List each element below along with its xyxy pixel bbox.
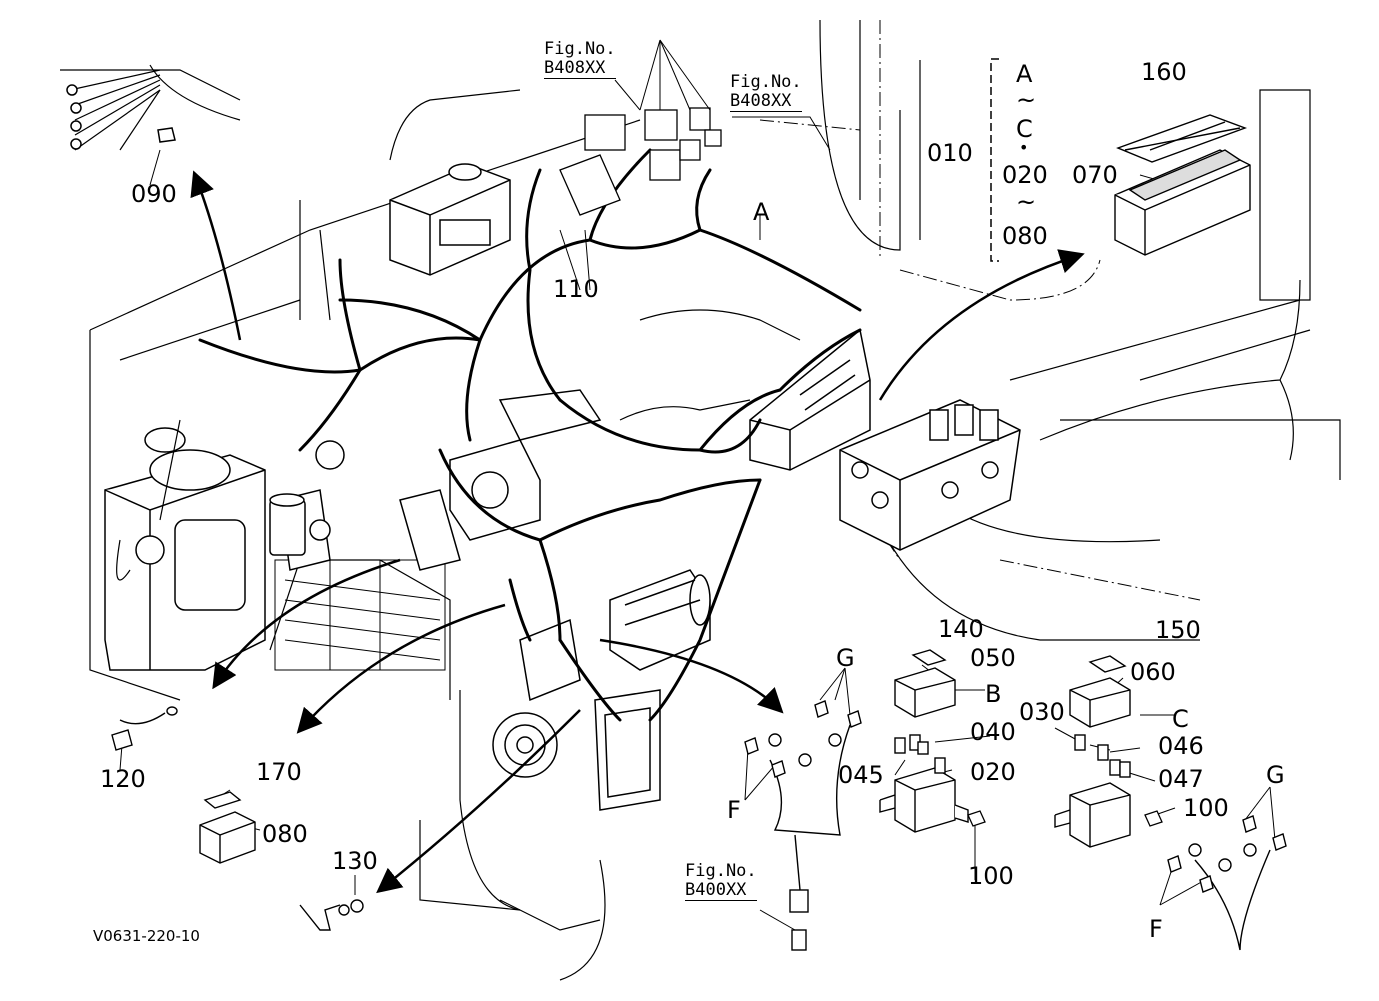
callout-047: 047 — [1158, 765, 1204, 793]
thin-wires — [69, 69, 1301, 581]
fig-ref-top-left: Fig.No. B408XX — [544, 40, 616, 79]
callout-160: 160 — [1141, 58, 1187, 86]
exploded-view-arrows — [190, 170, 1085, 894]
sensor-130 — [299, 899, 364, 931]
callout-100c: 100 — [1183, 794, 1229, 822]
callout-110: 110 — [553, 275, 599, 303]
control-valve-block — [839, 399, 1021, 551]
callout-060: 060 — [1130, 658, 1176, 686]
fuse-holder-right — [1054, 734, 1131, 848]
marker-c: C — [1172, 705, 1189, 733]
leader-lines — [119, 39, 1276, 931]
coolant-tank — [104, 427, 266, 671]
callout-150: 150 — [1155, 616, 1201, 644]
callout-020b: 020 — [970, 758, 1016, 786]
ground-cable-f-g-right — [1167, 815, 1287, 951]
drawing-code: V0631-220-10 — [93, 927, 200, 945]
code-c: C — [1016, 115, 1033, 143]
marker-f-mid: F — [727, 796, 741, 824]
center-lines — [759, 20, 1201, 601]
callout-070: 070 — [1072, 161, 1118, 189]
callout-080b: 080 — [262, 820, 308, 848]
callout-050: 050 — [970, 644, 1016, 672]
fig-ref-label: Fig.No. — [544, 39, 616, 59]
marker-g-mid: G — [836, 644, 855, 672]
marker-g-right: G — [1266, 761, 1285, 789]
relay-module — [389, 163, 511, 276]
callout-045: 045 — [838, 761, 884, 789]
fig-ref-bottom: Fig.No. B400XX — [685, 862, 757, 901]
relay-box-b — [894, 649, 956, 718]
relay-box-c — [1069, 655, 1131, 728]
callout-046: 046 — [1158, 732, 1204, 760]
fig-ref-number: B408XX — [730, 92, 802, 112]
callout-170: 170 — [256, 758, 302, 786]
code-tilde-1: ~ — [1016, 86, 1037, 114]
fig-ref-label: Fig.No. — [730, 72, 802, 92]
fig-ref-number: B408XX — [544, 59, 616, 79]
relay-connectors-top — [559, 107, 722, 216]
fig-ref-top-right: Fig.No. B408XX — [730, 73, 802, 112]
fuse-box-cover-070 — [1114, 114, 1251, 256]
code-a: A — [1016, 60, 1033, 88]
radiator-grille — [274, 559, 446, 671]
code-020: 020 — [1002, 161, 1048, 189]
engine-components — [279, 389, 602, 571]
code-dot: • — [1019, 138, 1029, 157]
marker-f-right: F — [1149, 915, 1163, 943]
callout-140: 140 — [938, 615, 984, 643]
marker-a: A — [753, 198, 770, 226]
fig-ref-number: B400XX — [685, 881, 757, 901]
callout-090: 090 — [131, 180, 177, 208]
callout-040: 040 — [970, 718, 1016, 746]
starter-motor — [519, 569, 711, 702]
fuse-holder-left — [879, 734, 969, 833]
switch-080-170 — [199, 791, 256, 864]
callout-030: 030 — [1019, 698, 1065, 726]
alternator — [492, 689, 661, 811]
code-bracket — [990, 58, 999, 262]
ring-terminals-090 — [66, 84, 176, 150]
fig-ref-label: Fig.No. — [685, 861, 757, 881]
code-080: 080 — [1002, 222, 1048, 250]
bolt-100-a — [967, 810, 986, 827]
code-tilde-2: ~ — [1016, 188, 1037, 216]
callout-100b: 100 — [968, 862, 1014, 890]
bolt-100-b — [1144, 810, 1163, 827]
callout-120: 120 — [100, 765, 146, 793]
fuel-filter — [269, 493, 306, 556]
ground-cable-f-g-mid — [744, 700, 862, 951]
wiring-harness — [198, 148, 862, 722]
callout-130: 130 — [332, 847, 378, 875]
marker-b: B — [985, 680, 1002, 708]
callout-010: 010 — [927, 139, 973, 167]
sensor-120 — [111, 706, 178, 751]
